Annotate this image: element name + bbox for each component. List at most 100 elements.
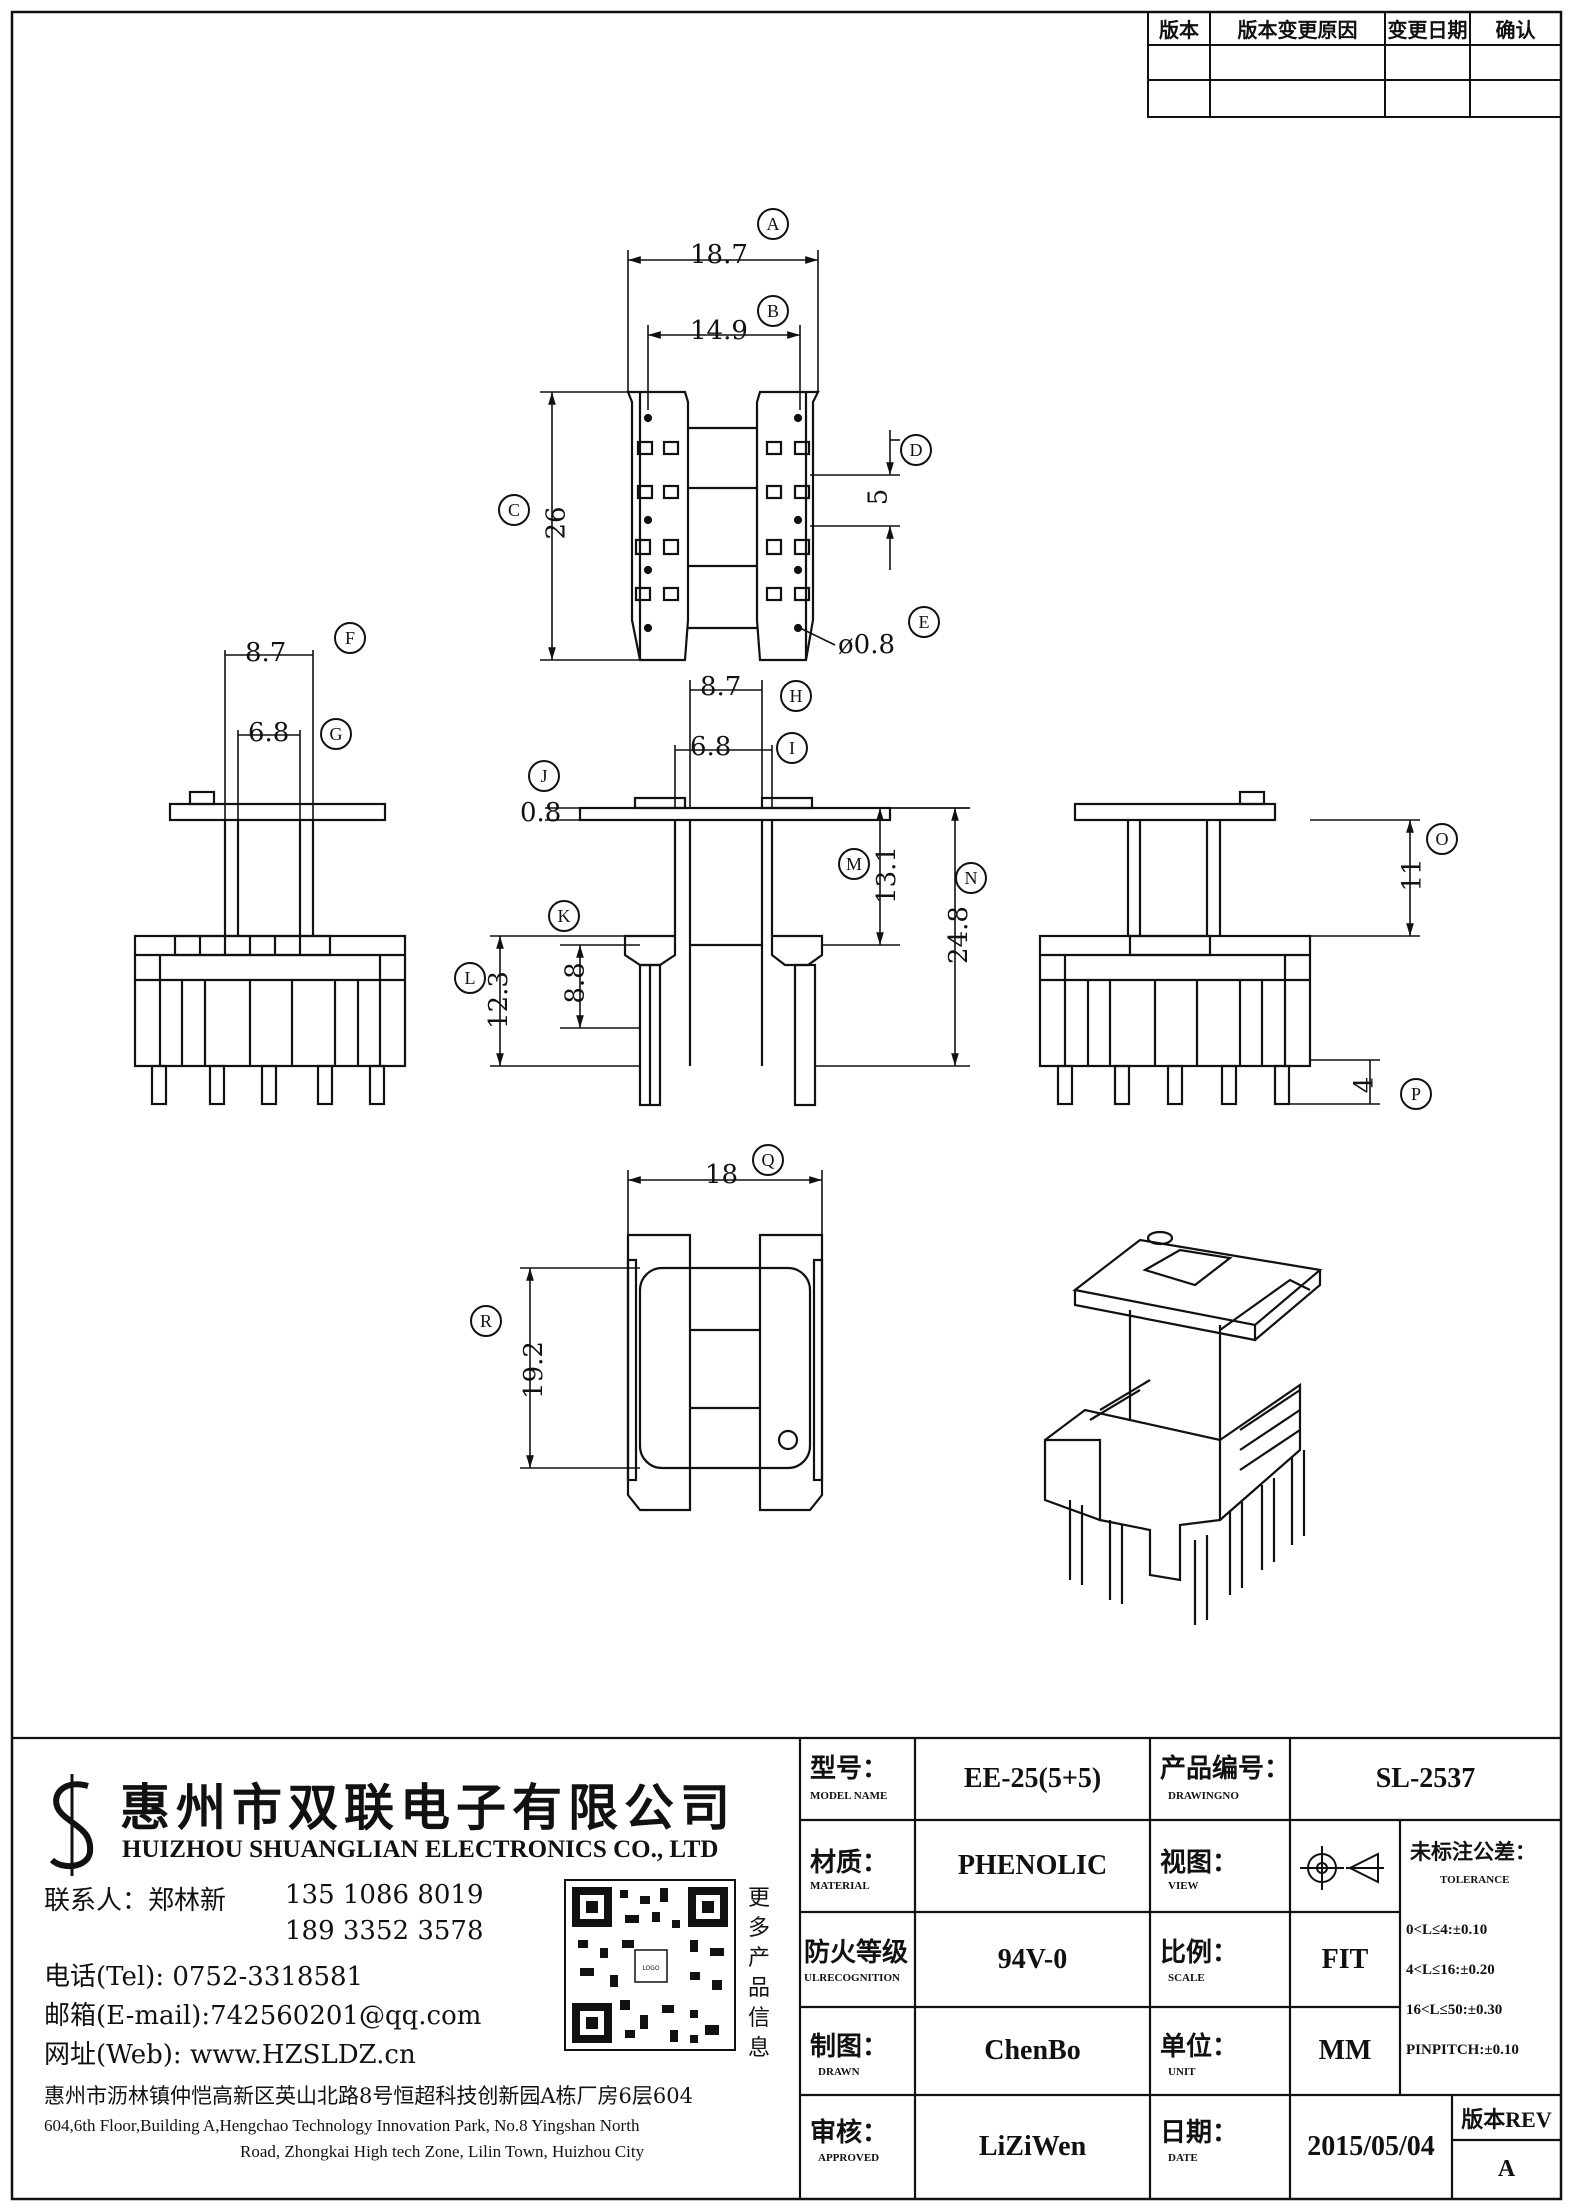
dim-18: 18 — [705, 1160, 739, 1190]
balloon-M: M — [838, 848, 870, 880]
right-side-dims — [1290, 819, 1420, 1105]
balloon-L: L — [454, 962, 486, 994]
address-en-2: Road, Zhongkai High tech Zone, Lilin Tow… — [240, 2142, 645, 2161]
more-info-3: 产 — [748, 1946, 771, 1971]
dim-6-8-front: 6.8 — [690, 732, 732, 762]
dim-0-8: 0.8 — [520, 798, 562, 828]
dim-8-7-front: 8.7 — [700, 672, 742, 702]
dim-5: 5 — [863, 488, 894, 506]
contact-email: 邮箱(E-mail):742560201@qq.com — [44, 2001, 482, 2031]
balloon-C: C — [498, 494, 530, 526]
top-view-dims — [540, 250, 900, 661]
rev-col-confirm: 确认 — [1495, 20, 1536, 42]
dim-19-2: 19.2 — [518, 1341, 549, 1399]
dim-14-9: 14.9 — [690, 316, 748, 346]
company-name-en: HUIZHOU SHUANGLIAN ELECTRONICS CO., LTD — [122, 1836, 719, 1863]
isometric-view — [1043, 1230, 1323, 1625]
more-info-1: 更 — [748, 1886, 771, 1911]
dim-18-7: 18.7 — [690, 240, 748, 270]
dim-11: 11 — [1397, 858, 1428, 892]
balloon-J: J — [528, 760, 560, 792]
dim-4: 4 — [1349, 1076, 1380, 1094]
dim-8-7-left: 8.7 — [245, 638, 287, 668]
date-value: 2015/05/04 — [1307, 2131, 1435, 2162]
balloon-E: E — [908, 606, 940, 638]
dim-13-1: 13.1 — [871, 846, 902, 904]
more-info-5: 信 — [748, 2006, 771, 2031]
qr-code: LOGO — [564, 1879, 736, 2051]
unit-label: 单位： — [1160, 2032, 1239, 2061]
top-view — [626, 390, 820, 662]
bottom-view-dims — [520, 1170, 823, 1469]
balloon-Q: Q — [752, 1144, 784, 1176]
dim-8-8: 8.8 — [560, 962, 591, 1004]
contact-tel: 电话(Tel): 0752-3318581 — [44, 1962, 364, 1992]
unit-sub: UNIT — [1168, 2066, 1196, 2078]
more-info-4: 品 — [748, 1976, 771, 2001]
material-sub: MATERIAL — [810, 1880, 870, 1892]
title-block-grid — [12, 1736, 1561, 2199]
view-sub: VIEW — [1168, 1880, 1199, 1892]
front-view-dims — [490, 680, 970, 1067]
balloon-A: A — [757, 208, 789, 240]
tolerance-label: 未标注公差： — [1410, 1840, 1536, 1864]
tolerance-sub: TOLERANCE — [1440, 1874, 1510, 1886]
left-side-view — [133, 790, 407, 1106]
tolerance-line-2: 4<L≤16:±0.20 — [1406, 1962, 1495, 1978]
date-sub: DATE — [1168, 2152, 1198, 2164]
model-value: EE-25(5+5) — [963, 1763, 1102, 1794]
scale-value: FIT — [1321, 1943, 1369, 1975]
balloon-G: G — [320, 718, 352, 750]
balloon-P: P — [1400, 1078, 1432, 1110]
dim-12-3: 12.3 — [483, 971, 514, 1029]
bottom-view — [626, 1233, 824, 1512]
contact-web: 网址(Web): www.HZSLDZ.cn — [44, 2040, 416, 2070]
approved-label: 审核： — [810, 2118, 889, 2147]
material-label: 材质： — [810, 1848, 889, 1877]
more-info-2: 多 — [748, 1916, 771, 1941]
svg-text:LOGO: LOGO — [642, 1965, 660, 1972]
approved-sub: APPROVED — [818, 2152, 880, 2164]
left-side-dims — [224, 650, 314, 820]
unit-value: MM — [1318, 2035, 1372, 2066]
dim-6-8-left: 6.8 — [248, 718, 290, 748]
drawn-sub: DRAWN — [818, 2066, 860, 2078]
dim-24-8: 24.8 — [943, 906, 974, 964]
address-en-1: 604,6th Floor,Building A,Hengchao Techno… — [44, 2116, 640, 2135]
drawno-sub: DRAWINGNO — [1168, 1790, 1239, 1802]
fire-value: 94V-0 — [997, 1943, 1068, 1975]
tolerance-line-1: 0<L≤4:±0.10 — [1406, 1922, 1488, 1938]
drawno-value: SL-2537 — [1375, 1763, 1476, 1794]
sheet-border — [10, 10, 1563, 2201]
front-view — [578, 796, 892, 1107]
contact-phone-2: 189 3352 3578 — [285, 1916, 484, 1946]
approved-value: LiZiWen — [978, 2131, 1087, 2162]
revision-table — [1147, 11, 1562, 118]
balloon-I: I — [776, 732, 808, 764]
rev-col-date: 变更日期 — [1387, 20, 1468, 42]
drawno-label: 产品编号： — [1160, 1754, 1291, 1783]
balloon-N: N — [955, 862, 987, 894]
company-name-cn: 惠州市双联电子有限公司 — [120, 1778, 736, 1837]
balloon-O: O — [1426, 823, 1458, 855]
drawn-label: 制图： — [810, 2032, 889, 2061]
date-label: 日期： — [1160, 2118, 1239, 2147]
balloon-K: K — [548, 900, 580, 932]
projection-symbol — [1300, 1846, 1384, 1890]
rev-label: 版本REV — [1461, 2106, 1552, 2132]
address-cn: 惠州市沥林镇仲恺高新区英山北路8号恒超科技创新园A栋厂房6层604 — [44, 2084, 693, 2108]
balloon-H: H — [780, 680, 812, 712]
model-label: 型号： — [810, 1754, 889, 1783]
right-side-view — [1038, 790, 1312, 1106]
contact-person: 联系人：郑林新 — [44, 1886, 227, 1916]
rev-col-reason: 版本变更原因 — [1237, 20, 1358, 42]
scale-label: 比例： — [1160, 1938, 1239, 1967]
view-label: 视图： — [1160, 1848, 1239, 1877]
dim-phi-0-8: ø0.8 — [838, 630, 896, 660]
tolerance-line-4: PINPITCH:±0.10 — [1406, 2042, 1519, 2058]
fire-sub: ULRECOGNITION — [804, 1972, 900, 1984]
rev-value: A — [1497, 2156, 1516, 2182]
drawn-value: ChenBo — [984, 2035, 1081, 2066]
rev-col-version: 版本 — [1159, 20, 1199, 42]
